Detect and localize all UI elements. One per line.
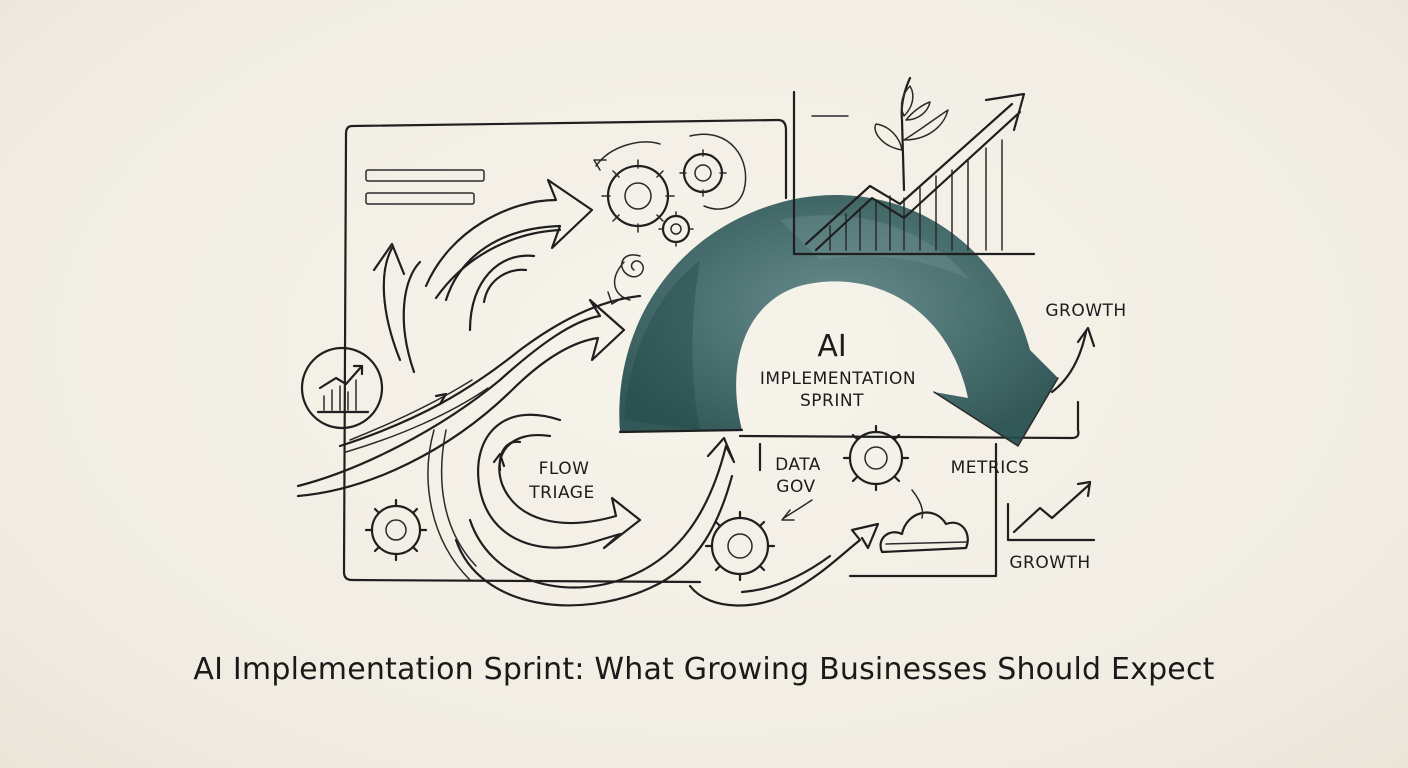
gear-icon-data-gov	[842, 424, 910, 492]
gear-icon-bottom-middle	[704, 499, 813, 582]
frame-panel-bottom	[758, 442, 998, 578]
lower-swirl-arrows	[427, 413, 880, 607]
frame-panel-right	[738, 400, 1080, 440]
flow-arrows	[296, 178, 642, 498]
center-label-implementation: IMPLEMENTATION	[760, 369, 916, 389]
center-label-ai: AI	[817, 329, 846, 364]
label-growth-top: GROWTH	[1045, 301, 1126, 321]
header-bars	[365, 169, 485, 205]
label-flow: FLOW	[539, 459, 590, 479]
label-growth-bottom: GROWTH	[1009, 553, 1090, 573]
sprout-icon	[874, 76, 949, 192]
growth-mini-chart	[1006, 480, 1096, 542]
label-metrics: METRICS	[951, 458, 1030, 478]
caption-title: AI Implementation Sprint: What Growing B…	[193, 652, 1215, 687]
chart-circle-icon	[300, 346, 384, 430]
cloud-icon	[879, 489, 969, 554]
label-data: DATA	[775, 455, 821, 475]
center-label-sprint: SPRINT	[800, 391, 864, 411]
label-gov: GOV	[776, 477, 815, 497]
growth-arrow	[1050, 326, 1096, 394]
label-triage: TRIAGE	[528, 483, 594, 503]
ai-sprint-arc	[618, 194, 1059, 447]
growth-bar-chart	[792, 90, 1036, 256]
gear-icon-bottom-left	[364, 498, 428, 562]
frame-panel	[342, 118, 788, 584]
